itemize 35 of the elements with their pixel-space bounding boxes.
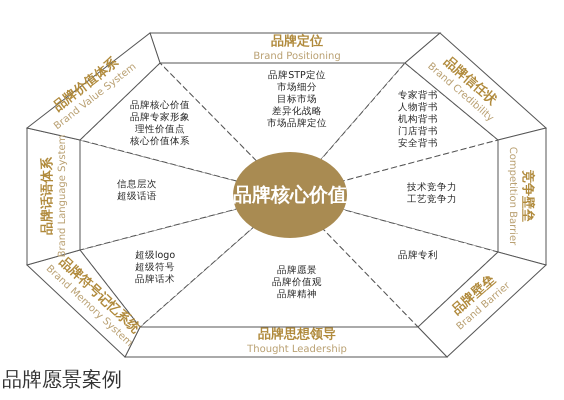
sector-item: 品牌专利 xyxy=(398,250,438,262)
sector-item: 品牌精神 xyxy=(277,289,317,301)
sector-item: 品牌核心价值 xyxy=(130,100,190,112)
sector-item: 专家背书 xyxy=(398,90,438,102)
sector-item: 安全背书 xyxy=(398,138,438,150)
sector-item: 信息层次 xyxy=(117,179,157,191)
sector-item: 品牌STP定位 xyxy=(268,70,326,82)
sector-item: 超级符号 xyxy=(135,262,175,274)
sector-item: 理性价值点 xyxy=(135,124,185,136)
sector-item: 核心价值体系 xyxy=(130,136,190,148)
sector-item: 目标市场 xyxy=(277,94,317,106)
sector-item: 差异化战略 xyxy=(272,106,322,118)
sector-item: 品牌愿景 xyxy=(277,265,317,277)
sector-item: 超级logo xyxy=(134,250,176,262)
sector-item: 人物背书 xyxy=(398,102,438,114)
core-title: 品牌核心价值 xyxy=(233,183,347,208)
band-subtitle: Competition Barrier xyxy=(506,146,519,246)
band-title: 品牌话语体系 xyxy=(39,157,56,235)
band-title: 品牌思想领导 xyxy=(258,326,336,343)
sector-item: 品牌价值观 xyxy=(272,277,322,289)
sector-item: 超级话语 xyxy=(117,191,157,203)
band-subtitle: Brand Language System xyxy=(56,134,68,258)
sector-item: 市场细分 xyxy=(277,82,317,94)
band-subtitle: Brand Positioning xyxy=(253,50,341,63)
sector-item: 技术竞争力 xyxy=(407,182,457,194)
band-title: 品牌定位 xyxy=(271,33,323,50)
band-subtitle: Thought Leadership xyxy=(247,343,347,356)
sector-item: 工艺竞争力 xyxy=(407,194,457,206)
sector-item: 机构背书 xyxy=(398,114,438,126)
band-title: 竞争壁垒 xyxy=(519,170,536,222)
caption: 品牌愿景案例 xyxy=(2,366,122,393)
sector-item: 门店背书 xyxy=(398,126,438,138)
sector-item: 品牌专家形象 xyxy=(130,112,190,124)
sector-item: 品牌话术 xyxy=(135,274,175,286)
sector-item: 市场品牌定位 xyxy=(267,118,327,130)
